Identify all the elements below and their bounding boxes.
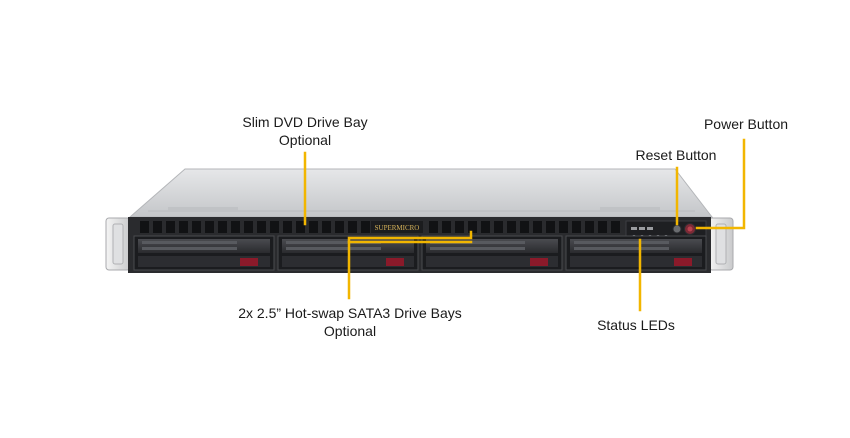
sata-bays-label-line2: Optional	[323, 323, 377, 339]
dvd-bay-label-line2: Optional	[278, 132, 332, 148]
drive-latch-icon[interactable]	[386, 258, 404, 266]
right-rack-ear	[708, 217, 734, 271]
sata-bays-label-line1: 2x 2.5” Hot-swap SATA3 Drive Bays	[238, 305, 462, 321]
drive-bay-4[interactable]	[565, 235, 707, 271]
dvd-bay-label: Slim DVD Drive Bay Optional	[225, 113, 385, 149]
brand-text: SUPERMICRO	[375, 224, 420, 232]
power-callout-line	[695, 138, 746, 230]
brand-plate	[371, 221, 423, 233]
status-leds-label: Status LEDs	[597, 317, 675, 333]
power-button-label: Power Button	[703, 116, 789, 132]
reset-button-label: Reset Button	[635, 147, 717, 163]
sata-bays-label: 2x 2.5” Hot-swap SATA3 Drive Bays Option…	[220, 304, 480, 340]
chassis-top	[128, 168, 714, 218]
drive-latch-icon[interactable]	[674, 258, 692, 266]
drive-latch-icon[interactable]	[240, 258, 258, 266]
drive-bay-1[interactable]	[133, 235, 275, 271]
dvd-bay-label-line1: Slim DVD Drive Bay	[242, 114, 368, 130]
reset-button-icon[interactable]	[672, 224, 682, 234]
sata-callout-line	[347, 230, 473, 300]
left-rack-ear	[105, 217, 131, 271]
vent-grill	[140, 221, 620, 233]
drive-latch-icon[interactable]	[530, 258, 548, 266]
